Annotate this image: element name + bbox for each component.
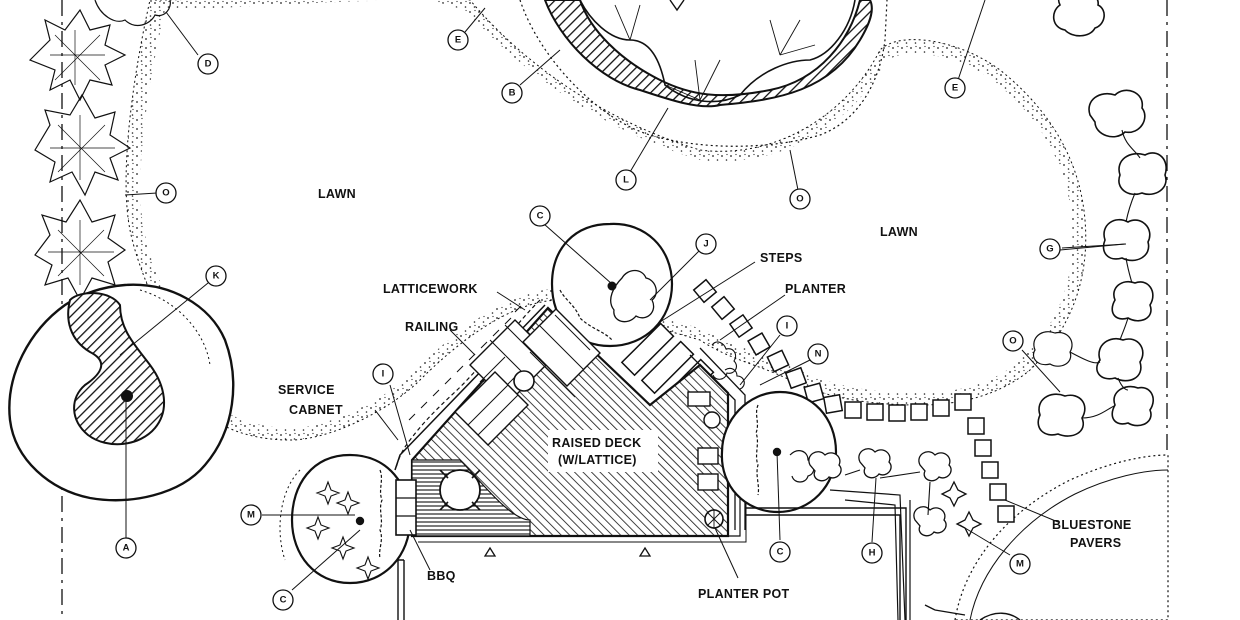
- key-e-top: E: [447, 29, 469, 51]
- label-bbq: BBQ: [427, 569, 456, 583]
- label-bluestone-line2: PAVERS: [1070, 536, 1121, 550]
- text-labels: LAWN LAWN STEPS PLANTER LATTICEWORK RAIL…: [278, 187, 1132, 601]
- svg-text:C: C: [280, 595, 287, 606]
- svg-text:B: B: [509, 88, 516, 99]
- key-o-right: O: [1002, 330, 1024, 352]
- key-a: A: [115, 537, 137, 559]
- key-k: K: [205, 265, 227, 287]
- shrub-cluster-h: [808, 448, 952, 620]
- key-n: N: [807, 343, 829, 365]
- house-outline: [397, 507, 907, 620]
- svg-text:H: H: [869, 548, 876, 559]
- key-l: L: [615, 169, 637, 191]
- key-j: J: [695, 233, 717, 255]
- svg-text:E: E: [455, 35, 461, 46]
- shrub-row-left: [28, 0, 171, 302]
- svg-text:A: A: [123, 543, 130, 554]
- svg-text:K: K: [213, 271, 220, 282]
- label-deck-line2: (W/LATTICE): [558, 453, 637, 467]
- key-i-left: I: [372, 363, 394, 385]
- leader-lines: [119, 0, 1126, 591]
- svg-text:I: I: [382, 369, 385, 380]
- key-c-left: C: [272, 589, 294, 611]
- label-planter: PLANTER: [785, 282, 846, 296]
- key-o-top: O: [789, 188, 811, 210]
- shrub-top-right: [1052, 0, 1105, 37]
- label-railing: RAILING: [405, 320, 459, 334]
- raised-deck: [410, 306, 747, 557]
- label-deck-line1: RAISED DECK: [552, 436, 641, 450]
- svg-text:D: D: [205, 59, 212, 70]
- key-m-right: M: [1009, 553, 1031, 575]
- tree-with-bed-left: [8, 283, 235, 502]
- svg-text:M: M: [1016, 559, 1024, 570]
- label-bluestone-line1: BLUESTONE: [1052, 518, 1132, 532]
- svg-text:J: J: [703, 239, 708, 250]
- tree-canopy-top: [550, 222, 674, 348]
- svg-text:C: C: [537, 211, 544, 222]
- svg-text:G: G: [1046, 244, 1053, 255]
- svg-text:C: C: [777, 547, 784, 558]
- key-markers: D E B E O L O K C J G I N O I M C A C H …: [115, 29, 1061, 611]
- star-plants-right: [924, 480, 983, 616]
- label-latticework: LATTICEWORK: [383, 282, 478, 296]
- svg-text:O: O: [162, 188, 169, 199]
- label-service-line2: CABNET: [289, 403, 343, 417]
- key-e-right: E: [944, 77, 966, 99]
- key-h: H: [861, 542, 883, 564]
- key-o-left: O: [155, 182, 177, 204]
- key-m-left: M: [240, 504, 262, 526]
- svg-text:I: I: [786, 321, 789, 332]
- svg-text:N: N: [815, 349, 822, 360]
- svg-text:L: L: [623, 175, 629, 186]
- key-g: G: [1039, 238, 1061, 260]
- svg-text:M: M: [247, 510, 255, 521]
- lawn-area: [125, 0, 1087, 441]
- shrub-chain-right: [1032, 89, 1167, 437]
- svg-text:O: O: [1009, 336, 1016, 347]
- key-c-top: C: [529, 205, 551, 227]
- key-c-bottom: C: [769, 541, 791, 563]
- label-service-line1: SERVICE: [278, 383, 335, 397]
- paver-arc: [692, 278, 1015, 523]
- label-lawn-right: LAWN: [880, 225, 918, 239]
- key-b: B: [501, 82, 523, 104]
- label-planter-pot: PLANTER POT: [698, 587, 790, 601]
- tree-canopy-bottom-left: [279, 453, 417, 585]
- bed-bottom-right: [954, 454, 1169, 620]
- key-i-right: I: [776, 315, 798, 337]
- svg-text:E: E: [952, 83, 958, 94]
- key-d: D: [197, 53, 219, 75]
- label-lawn-left: LAWN: [318, 187, 356, 201]
- planting-bed-top: [519, 0, 888, 147]
- label-steps: STEPS: [760, 251, 803, 265]
- svg-text:O: O: [796, 194, 803, 205]
- shrub-chain-links: [1061, 129, 1141, 419]
